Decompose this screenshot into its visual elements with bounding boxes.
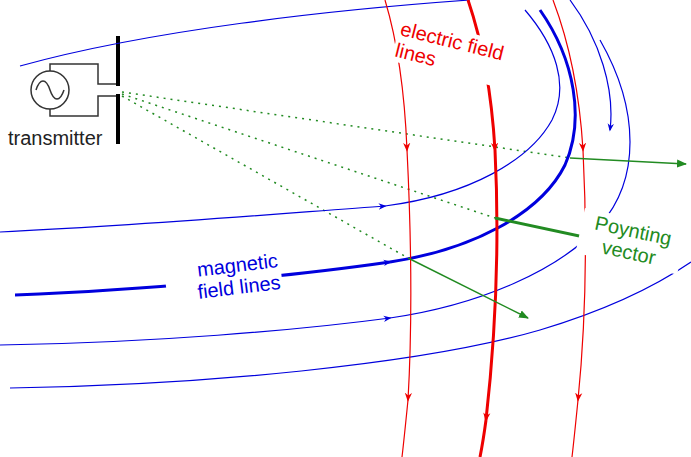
electric-field-lines [385, 0, 585, 457]
ray-lines [122, 92, 570, 258]
magnetic-field-lines [0, 0, 691, 388]
magnetic-label: magnetic field lines [163, 248, 284, 308]
poynting-label: Poynting vector [576, 208, 687, 275]
transmitter-label: transmitter [6, 126, 150, 150]
poynting-arrows [408, 158, 686, 318]
electric-label: electric field lines [391, 16, 511, 88]
